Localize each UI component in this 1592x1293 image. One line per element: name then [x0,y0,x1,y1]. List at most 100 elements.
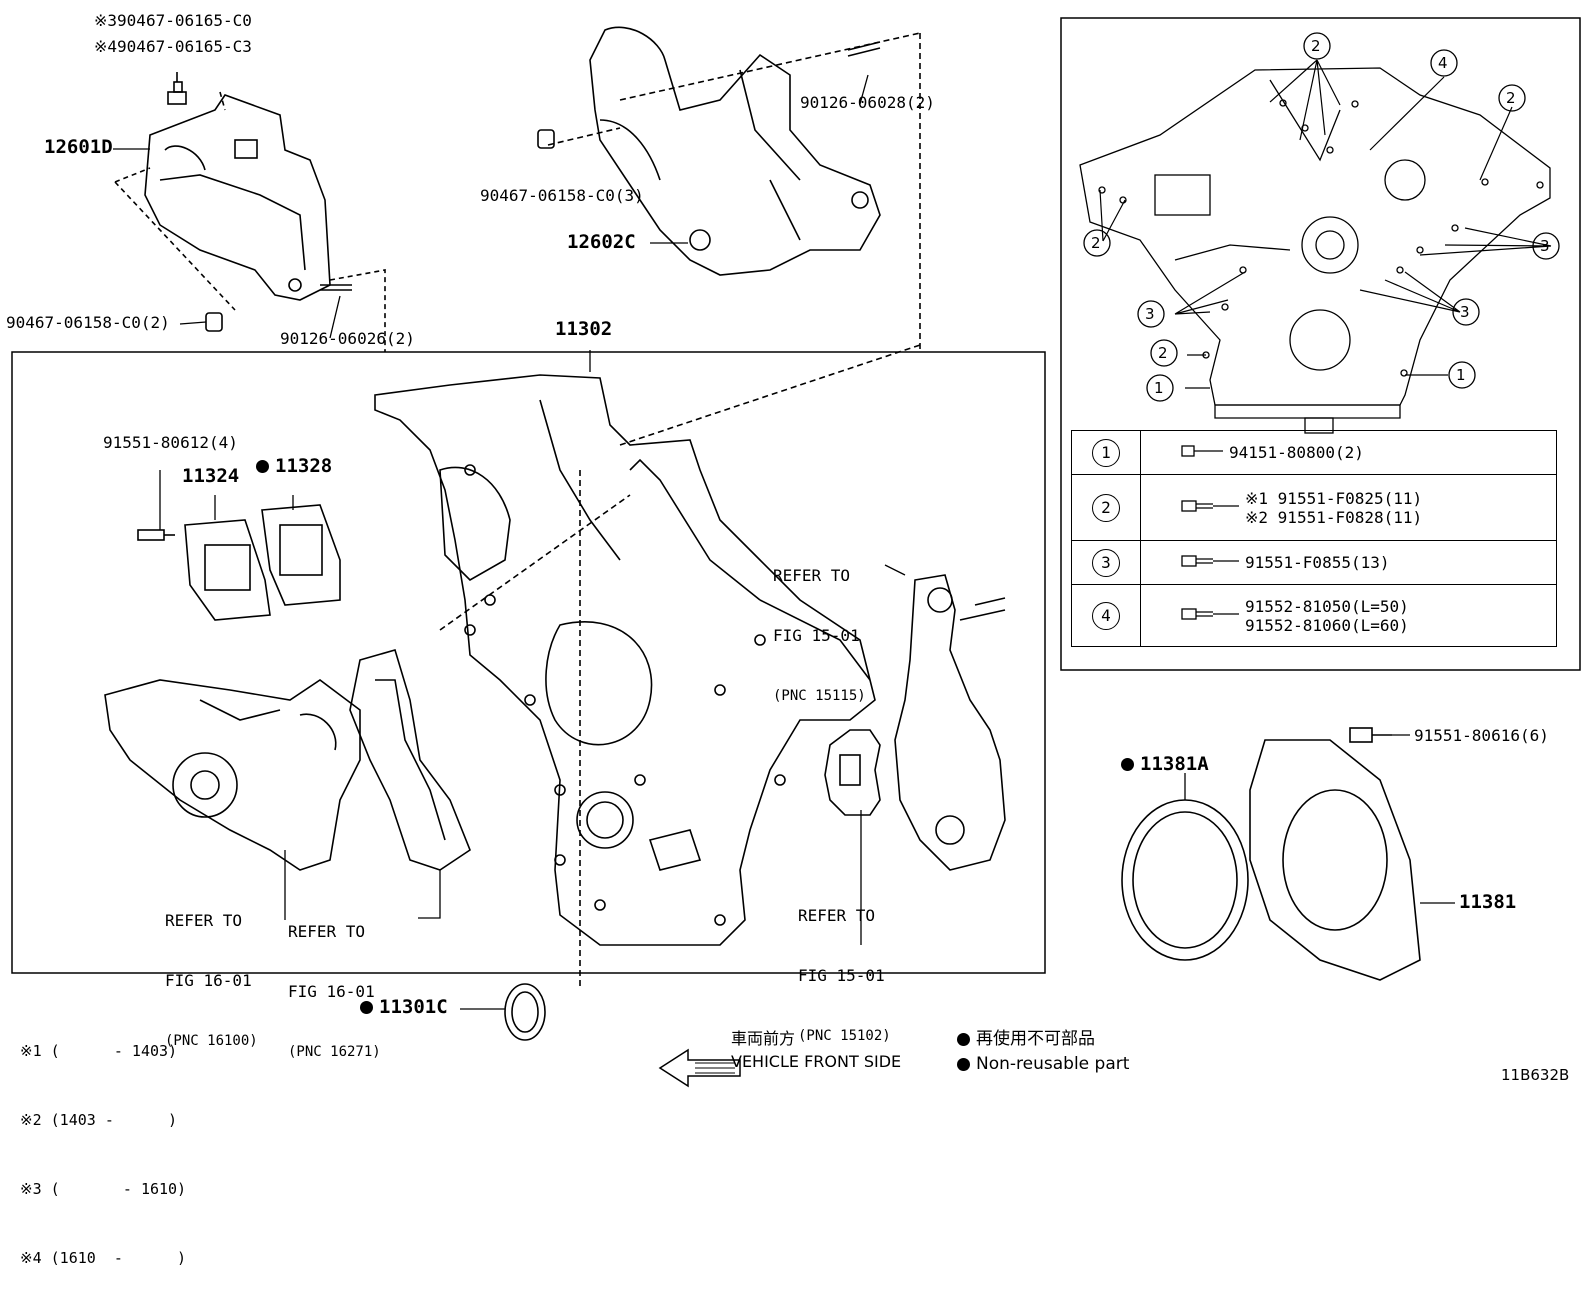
non-reusable-dot-icon [1121,758,1134,771]
table-row: 4 91552-81050(L=50)91552-81060(L=60) [1071,584,1557,647]
part-label-12601d[interactable]: 12601D [44,136,113,158]
front-side-jp: 車両前方 [731,1029,796,1048]
gasket-11328 [261,504,341,606]
refer-line: REFER TO [773,566,851,585]
inset-callout-label: 2 [1311,37,1321,55]
bolt-icon [1181,606,1241,625]
inset-callout-label: 3 [1540,237,1550,255]
fastener-label[interactable]: 91551-80612(4) [103,433,238,452]
part-label-11381[interactable]: 11381 [1459,891,1517,913]
inset-callout-label: 4 [1438,54,1448,72]
refer-note-16271[interactable]: REFER TO FIG 16-01 (PNC 16271) [288,882,381,1082]
inset-callout-label: 2 [1091,234,1101,252]
table-cell-parts: 91552-81050(L=50)91552-81060(L=60) [1140,584,1557,647]
stud-bracket-lower [320,284,352,291]
part-label-11302[interactable]: 11302 [555,318,613,340]
part-label-11301c[interactable]: 11301C [360,998,448,1017]
inset-callout-label: 2 [1506,89,1516,107]
row-number: 2 [1092,493,1120,522]
inset-callout-label: 2 [1158,344,1168,362]
rear-seal-retainer-11381 [1249,739,1421,981]
fastener-label[interactable]: 90126-06028(2) [800,93,935,112]
refer-line: (PNC 16100) [165,1033,258,1049]
non-reusable-dot-icon [360,1001,373,1014]
table-cell-num: 2 [1071,474,1141,541]
main-assembly-frame [11,351,1046,974]
part-label-12602c[interactable]: 12602C [567,231,636,253]
stud-top-right [847,41,881,57]
fastener-label[interactable]: 90467-06158-C0(3) [480,186,644,205]
oil-pump-body [894,574,1006,871]
part-label-11328[interactable]: 11328 [256,457,332,476]
footnote: ※2 (1403 - ) [20,1111,178,1129]
cover-12602c [547,26,921,352]
bolt-top-center [537,129,555,149]
inset-callout-lines [1099,59,1552,389]
refer-line: (PNC 15115) [773,688,866,704]
bolt-91551-80612 [137,529,175,541]
fastener-label[interactable]: ※490467-06165-C3 [94,37,252,56]
bolt-top-left [167,72,187,105]
fastener-label[interactable]: 91551-80616(6) [1414,726,1549,745]
timing-chain-cover-11302 [374,344,921,990]
inset-callout-label: 3 [1145,305,1155,323]
parts-diagram [11,17,1581,1088]
bolt-oil-pump [974,597,1006,606]
part-number[interactable]: 91552-81050(L=50) [1245,596,1409,616]
refer-line: FIG 16-01 [165,971,252,990]
refer-note-15115[interactable]: REFER TO FIG 15-01 (PNC 15115) [773,526,866,726]
vehicle-front-arrow-icon [658,1048,741,1088]
part-number[interactable]: 94151-80800(2) [1229,443,1364,462]
table-cell-parts: 91551-F0855(13) [1140,540,1557,585]
table-cell-num: 4 [1071,584,1141,647]
refer-note-15102[interactable]: REFER TO FIG 15-01 (PNC 15102) [798,866,891,1066]
bolt-location-inset-frame [1060,17,1581,671]
front-side-en: VEHICLE FRONT SIDE [731,1052,902,1071]
table-cell-parts: 94151-80800(2) [1140,430,1557,475]
table-row: 1 94151-80800(2) [1071,430,1557,475]
part-number[interactable]: ※2 91551-F0828(11) [1245,507,1423,527]
table-cell-num: 3 [1071,540,1141,585]
refer-line: FIG 15-01 [773,626,860,645]
footnote: ※1 ( - 1403) [20,1042,178,1060]
part-number[interactable]: 91552-81060(L=60) [1245,615,1409,635]
bolt-icon [1181,498,1241,517]
inset-callout-circles [1083,32,1560,402]
refer-line: REFER TO [165,911,243,930]
refer-line: FIG 16-01 [288,982,375,1001]
footnote: ※3 ( - 1610) [20,1180,187,1198]
table-cell-parts: ※1 91551-F0825(11)※2 91551-F0828(11) [1140,474,1557,541]
part-number[interactable]: ※1 91551-F0825(11) [1245,488,1423,508]
row-number: 1 [1092,438,1120,467]
water-pump-gasket [349,649,471,871]
oil-seal-11301c [504,983,546,1041]
refer-line: (PNC 15102) [798,1028,891,1044]
date-footnotes: ※1 ( - 1403) ※2 (1403 - ) ※3 ( - 1610) ※… [20,994,186,1293]
table-row: 2 ※1 91551-F0825(11)※2 91551-F0828(11) [1071,474,1557,541]
oil-seal-11381a [1121,799,1249,961]
cover-plate-11324 [184,519,271,621]
table-cell-num: 1 [1071,430,1141,475]
part-label-11381a[interactable]: 11381A [1121,755,1209,774]
bolt-91551-80616 [1349,727,1392,743]
part-number[interactable]: 91551-F0855(13) [1245,553,1390,572]
part-label-11324[interactable]: 11324 [182,465,240,487]
non-reusable-dot-icon [957,1057,970,1071]
fastener-label[interactable]: 90467-06158-C0(2) [6,313,170,332]
refer-line: REFER TO [288,922,366,941]
refer-line: REFER TO [798,906,876,925]
inset-callout-label: 1 [1154,379,1164,397]
fastener-label[interactable]: ※390467-06165-C0 [94,11,252,30]
fastener-label[interactable]: 90126-06026(2) [280,329,415,348]
bolt-icon [1181,553,1241,572]
refer-note-16100[interactable]: REFER TO FIG 16-01 (PNC 16100) [165,871,258,1071]
row-number: 3 [1092,548,1120,577]
oil-pump-rotor [824,729,881,816]
row-number: 4 [1092,601,1120,630]
refer-line: FIG 15-01 [798,966,885,985]
leader-lines [113,74,1455,1010]
refer-line: (PNC 16271) [288,1044,381,1060]
diagram-id: 11B632B [1501,1066,1570,1084]
inset-callout-label: 3 [1460,303,1470,321]
non-reusable-en: Non-reusable part [957,1055,1129,1073]
